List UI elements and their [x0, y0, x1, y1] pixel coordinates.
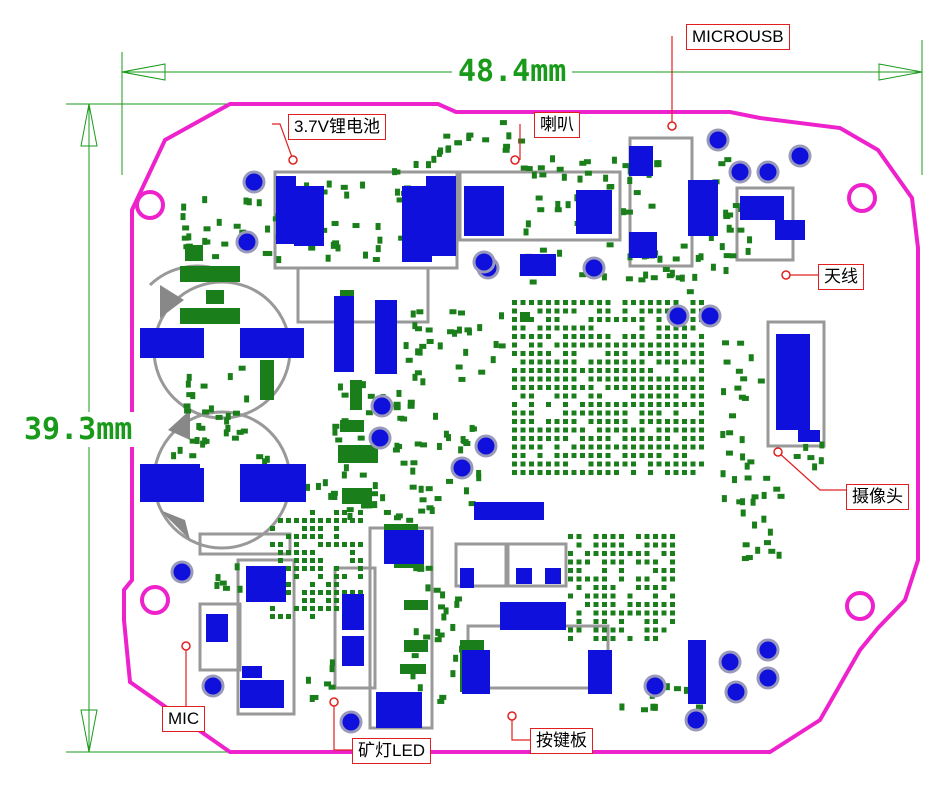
mounting-holes — [135, 183, 877, 621]
leader-dots — [181, 121, 791, 721]
speaker-label: 喇叭 — [534, 112, 580, 138]
width-dimension-label: 48.4mm — [452, 54, 573, 89]
antenna-label: 天线 — [818, 264, 864, 290]
battery-label: 3.7V锂电池 — [288, 114, 386, 140]
key-board-label: 按键板 — [530, 728, 593, 754]
battery-contacts — [140, 264, 304, 550]
mic-label: MIC — [162, 706, 206, 732]
board-outline — [122, 102, 920, 754]
camera-label: 摄像头 — [846, 484, 909, 510]
usb-label: MICROUSB — [686, 24, 790, 50]
blue-pads — [140, 146, 820, 728]
height-dimension-label: 39.3mm — [22, 412, 135, 447]
via-circles — [170, 128, 812, 734]
lamp-led-label: 矿灯LED — [352, 738, 432, 764]
leader-lines — [185, 36, 847, 751]
